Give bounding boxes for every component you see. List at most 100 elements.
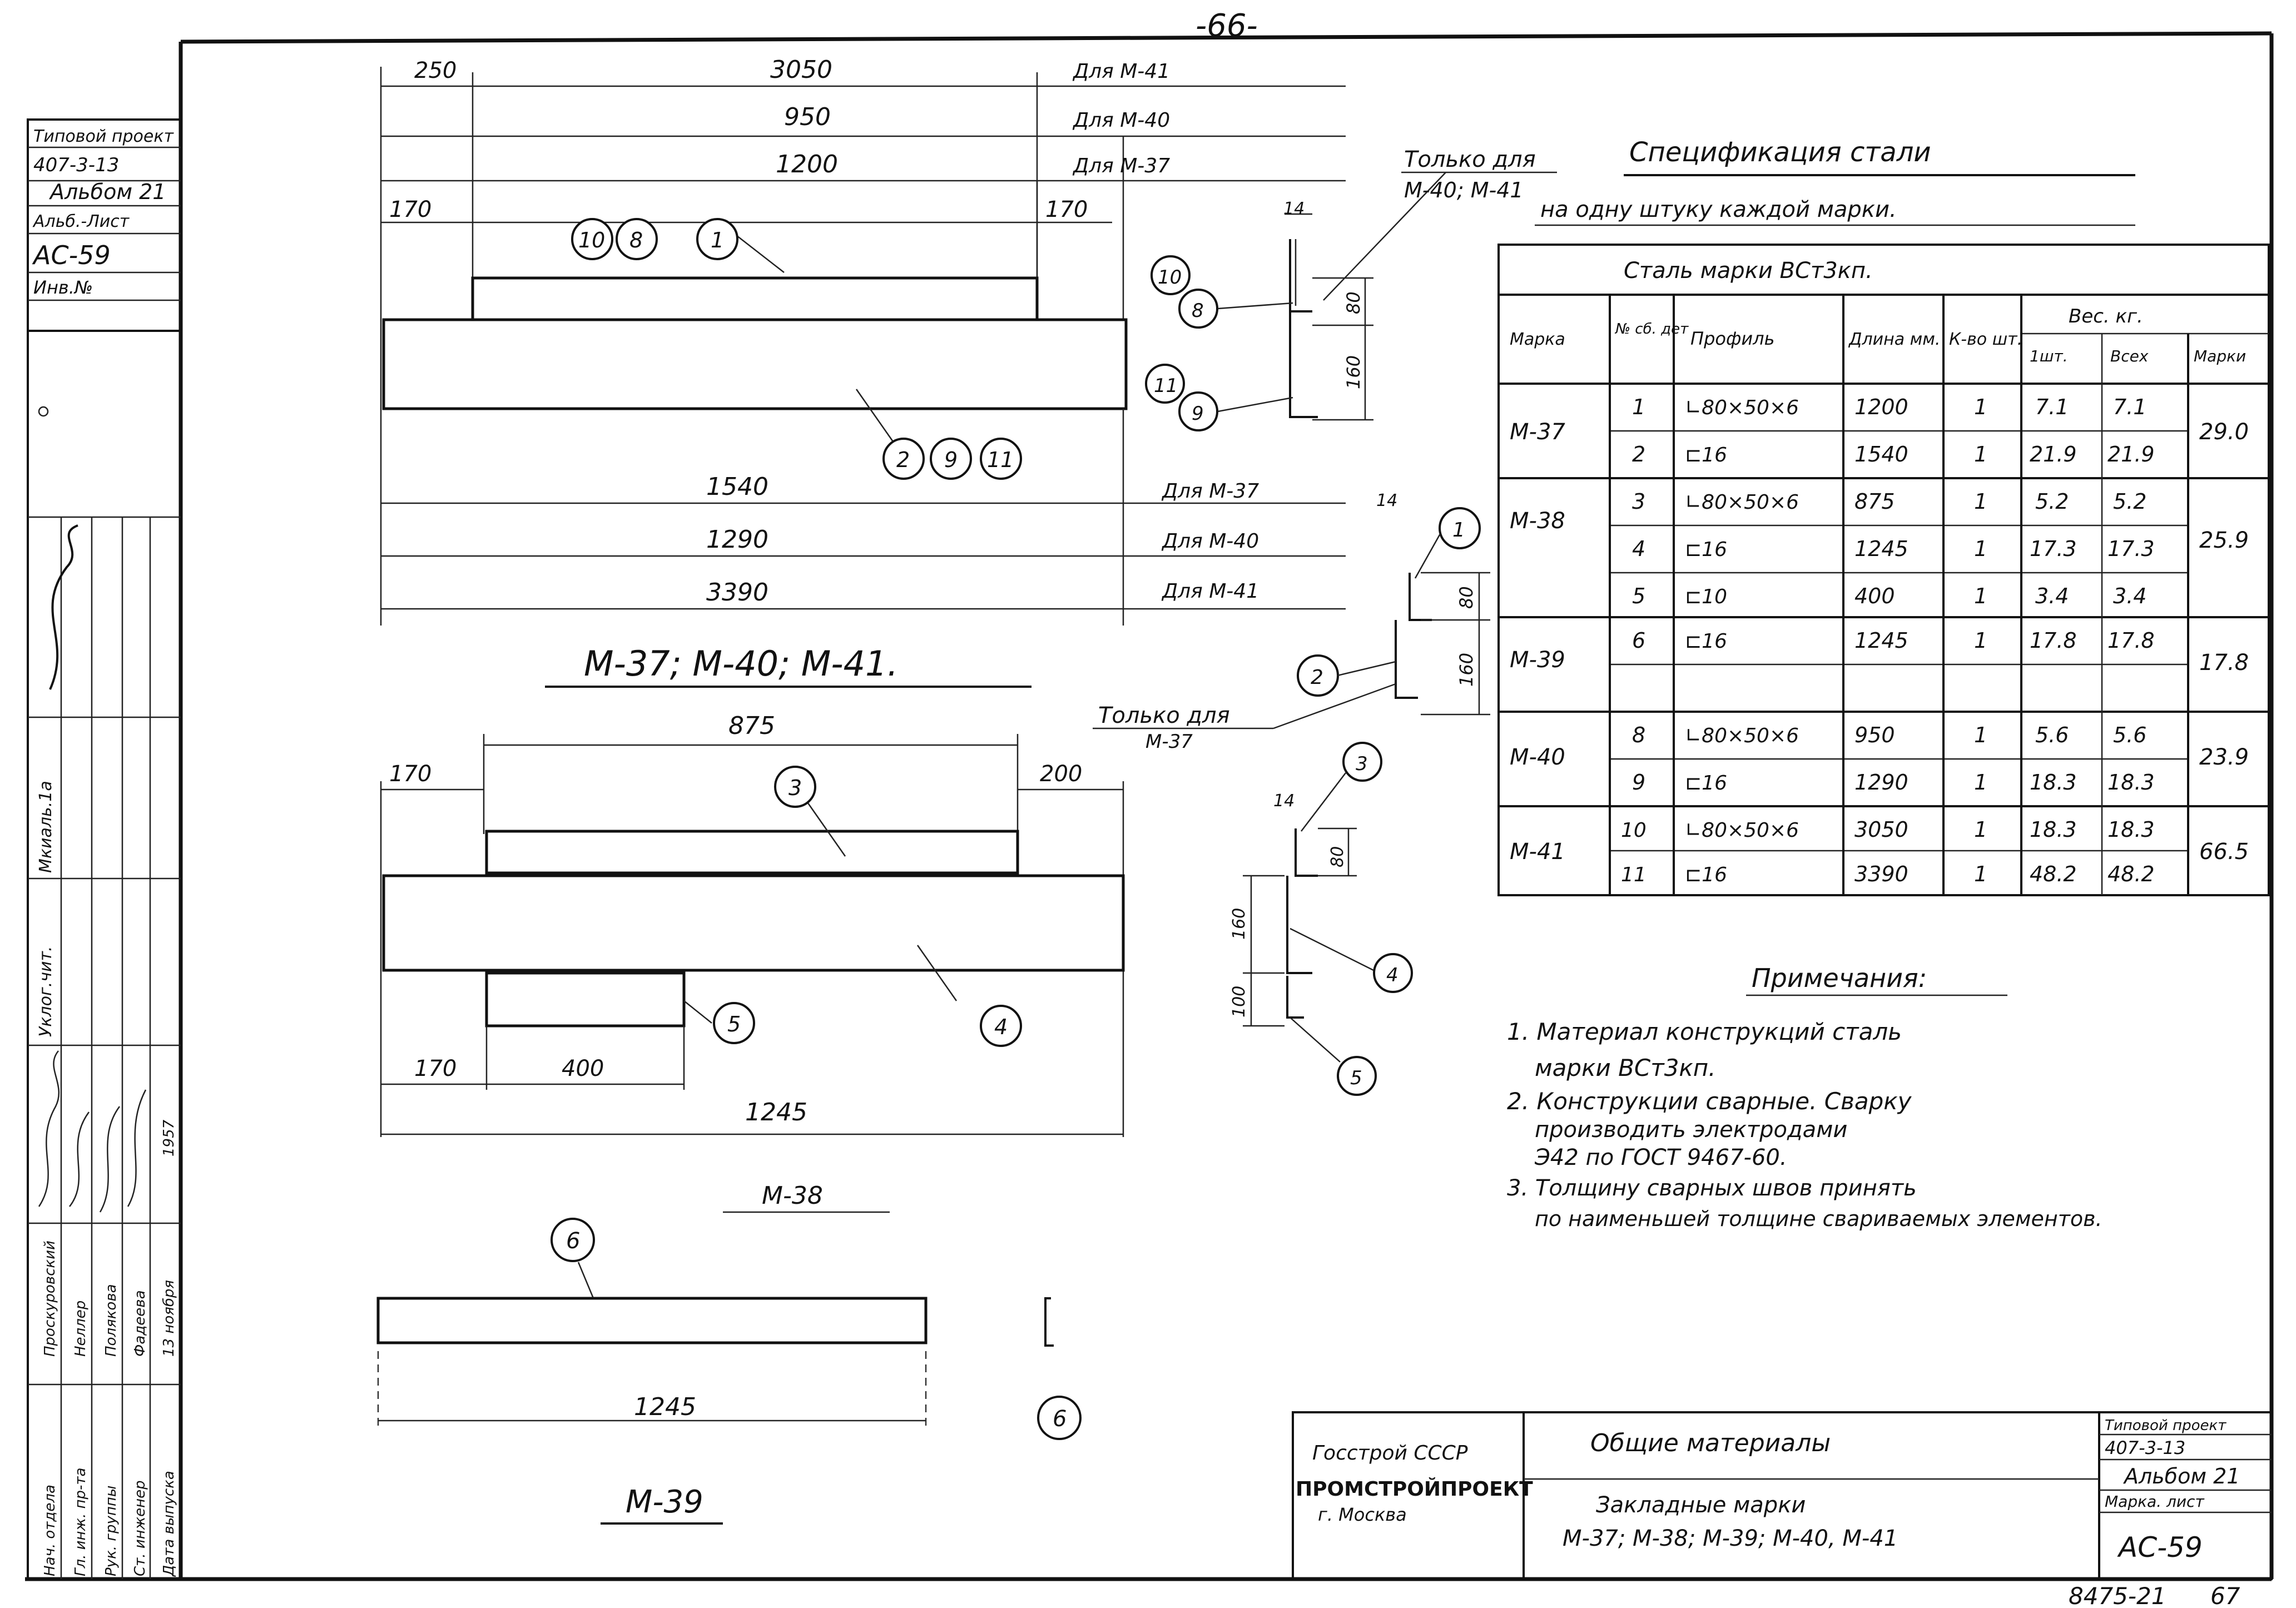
mark-total-cell: 25.9 <box>2199 528 2249 553</box>
dim-label: 170 <box>414 1056 457 1081</box>
part-marker-label: 4 <box>994 1015 1008 1039</box>
weight-piece-cell: 18.3 <box>2030 817 2077 842</box>
qty-cell: 1 <box>1974 862 1987 886</box>
stamp-inv-label: Инв.№ <box>33 277 93 298</box>
part-marker <box>1373 953 1413 993</box>
note-line: по наименьшей толщине свариваемых элемен… <box>1535 1207 2102 1231</box>
profile-cell: ∟80×50×6 <box>1685 724 1799 747</box>
dim-note: Для М-40 <box>1161 530 1259 553</box>
dim-label: 3050 <box>770 56 832 84</box>
weight-all-cell: 17.3 <box>2107 537 2155 561</box>
part-marker-label: 4 <box>1386 964 1399 986</box>
signature-drawing <box>69 1111 90 1207</box>
drawing-title: М-37; М-40; М-41. <box>584 643 898 684</box>
stamp-type-project: Типовой проект <box>33 127 174 146</box>
length-cell: 400 <box>1854 584 1895 608</box>
profile-cell: ⊏16 <box>1685 538 1727 561</box>
col-header-per-mark: Марки <box>2194 347 2246 365</box>
dim-note: Для М-40 <box>1072 109 1170 132</box>
drawing-m38: 875 170 200 3 4 5 170 400 1245 М-38 <box>380 712 1125 1213</box>
part-marker <box>882 438 925 480</box>
stamp-name-3: Полякова <box>103 1284 120 1357</box>
part-marker <box>551 1218 595 1262</box>
dim-note: Для М-41 <box>1161 580 1259 603</box>
section-a-profile: Только для М-40; М-41 14 80 160 10 8 11 … <box>1145 147 1557 431</box>
dim-label: 14 <box>1376 491 1397 510</box>
dim-label: 400 <box>562 1056 604 1081</box>
section-note-marks: М-40; М-41 <box>1404 178 1524 202</box>
dim-label: 200 <box>1040 761 1082 787</box>
length-cell: 1245 <box>1854 628 1908 653</box>
weight-piece-cell: 18.3 <box>2030 770 2077 795</box>
drawing-m37-m40-m41: 250 3050 950 1200 170 170 Для М-41 Для М… <box>380 56 1346 688</box>
weight-all-cell: 48.2 <box>2107 862 2155 886</box>
dim-label: 80 <box>1328 846 1347 867</box>
part-marker <box>1337 1056 1377 1096</box>
qty-cell: 1 <box>1974 537 1987 561</box>
spec-section: Спецификация стали на одну штуку каждой … <box>1535 137 2135 226</box>
dim-label: 1290 <box>706 525 768 554</box>
part-marker-label: 2 <box>896 448 910 472</box>
dim-label: 1540 <box>706 473 768 501</box>
length-cell: 1540 <box>1854 442 1908 466</box>
weight-piece-cell: 17.3 <box>2030 537 2077 561</box>
sheet-subtitle-1: Закладные марки <box>1596 1492 1806 1518</box>
mark-cell: М-40 <box>1510 745 1565 770</box>
notes-title: Примечания: <box>1752 963 1927 993</box>
qty-cell: 1 <box>1974 442 1987 466</box>
stamp-album-sheet-label: Альб.-Лист <box>32 212 130 231</box>
qty-cell: 1 <box>1974 628 1987 653</box>
part-marker-label: 6 <box>1053 1406 1067 1432</box>
dim-label: 160 <box>1229 908 1249 940</box>
dim-label: 1245 <box>634 1393 696 1421</box>
weight-all-cell: 18.3 <box>2107 817 2155 842</box>
org-institute: ПРОМСТРОЙПРОЕКТ <box>1296 1477 1533 1501</box>
notes-section: Примечания: 1. Материал конструкций стал… <box>1507 963 2102 1231</box>
note-line: 1. Материал конструкций сталь <box>1507 1018 1902 1045</box>
part-cell: 8 <box>1632 723 1645 747</box>
left-stamp: Типовой проект 407-3-13 Альбом 21 Альб.-… <box>27 118 182 1580</box>
part-marker-label: 6 <box>566 1228 580 1254</box>
part-marker-label: 11 <box>987 448 1014 472</box>
section-note: Только для <box>1404 147 1536 172</box>
section-c-profile: 14 80 160 100 3 4 5 <box>1229 742 1413 1096</box>
length-cell: 1290 <box>1854 770 1908 795</box>
mark-cell: М-39 <box>1510 647 1565 673</box>
weight-all-cell: 5.6 <box>2113 723 2146 747</box>
profile-cell: ∟80×50×6 <box>1685 491 1799 514</box>
tb-album: Альбом 21 <box>2123 1464 2240 1488</box>
profile-cell: ⊏16 <box>1685 772 1727 795</box>
part-cell: 2 <box>1632 442 1645 466</box>
spec-steel-grade: Сталь марки ВСт3кп. <box>1624 258 1873 284</box>
part-marker-label: 3 <box>1356 753 1368 775</box>
mark-total-cell: 17.8 <box>2199 650 2249 676</box>
part-marker <box>571 218 613 260</box>
part-marker-label: 5 <box>727 1012 741 1036</box>
col-header-part: № сб. дет <box>1614 321 1689 338</box>
sheet-title: Общие материалы <box>1590 1429 1831 1457</box>
signature-drawing <box>49 524 78 690</box>
tb-type-project: Типовой проект <box>2105 1417 2226 1434</box>
stamp-vertical-label-1: Мкиаль.1а <box>36 781 56 873</box>
title-block: Госстрой СССР ПРОМСТРОЙПРОЕКТ г. Москва … <box>1292 1411 2273 1580</box>
section-note: Только для <box>1098 703 1230 728</box>
qty-cell: 1 <box>1974 584 1987 608</box>
note-line: производить электродами <box>1535 1117 1847 1143</box>
part-marker <box>1178 289 1218 329</box>
weight-piece-cell: 48.2 <box>2030 862 2077 886</box>
part-marker <box>1342 742 1382 782</box>
qty-cell: 1 <box>1974 395 1987 419</box>
signature-drawing <box>38 1050 59 1207</box>
stamp-role-5: Дата выпуска <box>161 1471 177 1577</box>
profile-cell: ⊏16 <box>1685 863 1727 886</box>
dim-label: 170 <box>389 197 432 222</box>
stamp-project-code: 407-3-13 <box>33 154 119 176</box>
col-header-weight: Вес. кг. <box>2069 305 2143 327</box>
part-marker-label: 9 <box>944 448 958 472</box>
part-marker-label: 3 <box>789 776 802 800</box>
length-cell: 3390 <box>1854 862 1908 886</box>
weight-all-cell: 18.3 <box>2107 770 2155 795</box>
org-name: Госстрой СССР <box>1312 1442 1468 1465</box>
stamp-role-3: Рук. группы <box>103 1486 120 1576</box>
weight-piece-cell: 21.9 <box>2030 442 2077 466</box>
